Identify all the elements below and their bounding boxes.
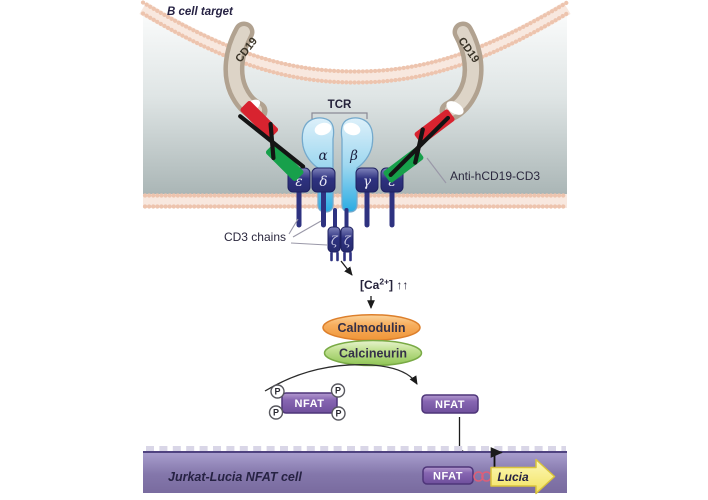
cd3-delta-box [311,167,336,193]
tcr-beta-label: β [349,148,358,164]
phosphate-label: P [335,409,341,419]
calcium-signal: [Ca2+] ↑↑ [340,260,408,309]
lucia-reporter-gene: Lucia [490,458,556,495]
cell-name-label: Jurkat-Lucia NFAT cell [168,470,302,484]
calcineurin: Calcineurin [323,339,423,367]
calmodulin-label: Calmodulin [337,321,405,335]
nfat-cytoplasmic: NFAT [421,394,479,414]
zeta-itams [330,251,352,262]
bispecific-antibody-right [383,109,455,183]
b-cell-target-label: B cell target [167,6,234,18]
calmodulin: Calmodulin [322,313,421,342]
phosphate-label: P [335,386,341,396]
tcr-beta-chain [340,117,374,213]
anti-cd3-domain [265,143,304,181]
tcr-alpha-label: α [318,148,327,164]
tcr-beta-notch [343,122,361,136]
zeta2-box [340,226,354,253]
phosphate-label: P [273,408,279,418]
nfat-phospho-label: NFAT [295,398,325,410]
cd3-epsilon-left-label: ε [295,174,302,190]
tcr-label: TCR [328,99,352,111]
dephosphorylation-arrow [264,364,418,392]
tcr-bracket: TCR [311,99,368,119]
nfat-nuclear: NFAT [422,466,474,485]
synapse-background [143,10,567,202]
transcription-start-arrow [490,447,503,468]
nfat-nuclear-label: NFAT [433,471,463,483]
linker-cross [388,115,451,177]
zeta2-label: ζ [344,233,352,248]
cd19-right-tip [446,101,464,115]
antibody-label: Anti-hCD19-CD3 [450,169,540,183]
cd3-delta-label: δ [319,174,327,190]
zeta1-label: ζ [331,233,339,248]
bispecific-antibody-left [238,101,306,181]
tcr-alpha-notch [314,122,332,136]
nfat-cytoplasmic-label: NFAT [435,399,465,411]
calcineurin-label: Calcineurin [339,347,407,361]
linker-cross [238,114,306,169]
lucia-label: Lucia [497,470,529,484]
cd3-chains-callout: CD3 chains [224,218,328,246]
zeta-chains: ζ ζ [327,226,354,262]
cd3-chains-label: CD3 chains [224,230,286,244]
b-cell-membrane [139,0,571,85]
antibody-callout: Anti-hCD19-CD3 [426,157,540,184]
anti-cd19-domain [414,109,455,144]
cd3-gamma-label: γ [363,174,372,190]
cd3-gamma-box [355,167,379,193]
nfat-phosphorylated: NFAT P P P P [268,383,346,421]
zeta1-box [327,226,341,253]
anti-cd19-domain [240,101,279,139]
calcium-label: [Ca2+] ↑↑ [360,277,408,293]
phosphate-label: P [274,387,280,397]
phosphate-groups: P P P P [268,383,346,421]
